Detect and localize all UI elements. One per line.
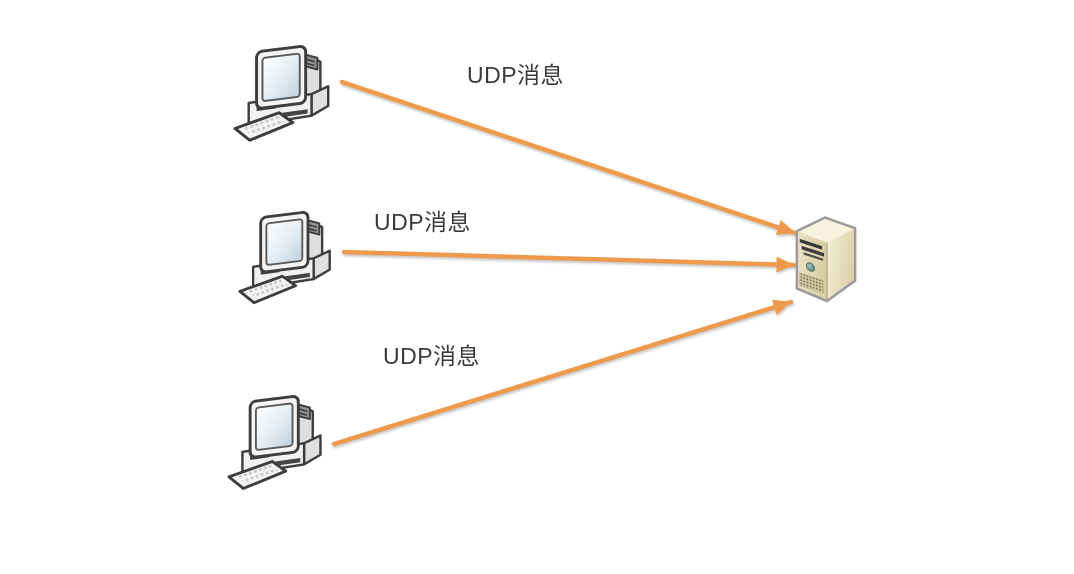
udp-arrow-1	[339, 79, 798, 236]
client-computer-3	[227, 395, 333, 501]
udp-arrow-2	[341, 249, 797, 273]
desktop-computer-icon	[233, 45, 330, 142]
udp-message-label-2: UDP消息	[374, 209, 472, 235]
desktop-computer-icon	[227, 395, 322, 490]
udp-message-label-3: UDP消息	[383, 343, 481, 369]
udp-arrow-3	[331, 299, 794, 447]
udp-message-label-1: UDP消息	[467, 62, 565, 88]
server-tower	[792, 199, 860, 306]
desktop-computer-icon	[238, 211, 332, 305]
server-tower-icon	[795, 216, 857, 303]
client-computer-1	[233, 45, 341, 153]
client-computer-2	[238, 211, 342, 315]
